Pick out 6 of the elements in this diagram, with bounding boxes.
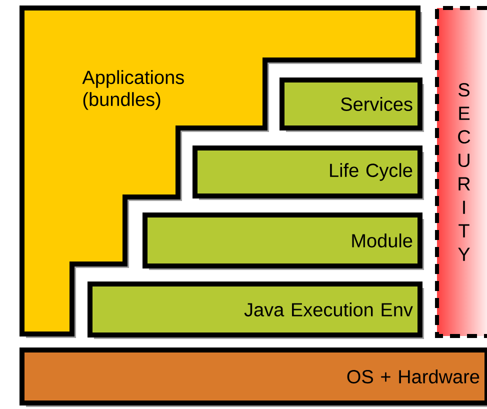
layer-box: Module: [142, 212, 424, 270]
layer-box: Life Cycle: [192, 146, 424, 200]
layer-box: Services: [280, 78, 424, 132]
layer-box: Java Execution Env: [88, 281, 424, 339]
layer-box: OS + Hardware: [20, 347, 487, 407]
security-band: SECURITY: [435, 6, 487, 338]
